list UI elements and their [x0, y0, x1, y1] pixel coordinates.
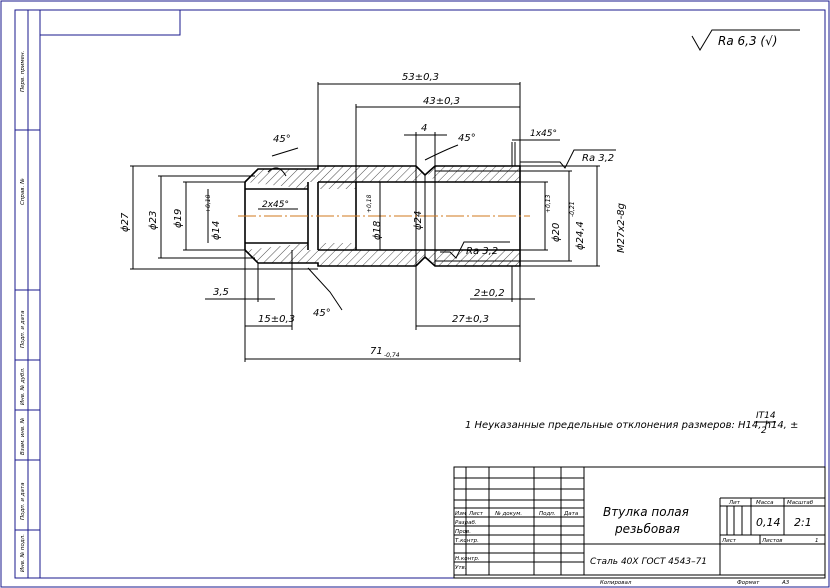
svg-text:M27x2-8g: M27x2-8g — [616, 203, 627, 253]
side-label-6: Инв. № подл. — [20, 534, 26, 572]
svg-text:4: 4 — [421, 123, 427, 134]
top-left-box — [39, 9, 181, 36]
svg-text:Подп.: Подп. — [539, 511, 556, 517]
part-section — [238, 165, 530, 267]
svg-text:1: 1 — [815, 538, 819, 544]
svg-text:2x45°: 2x45° — [262, 200, 289, 210]
svg-text:А3: А3 — [781, 580, 790, 586]
svg-text:Разраб.: Разраб. — [455, 520, 477, 526]
svg-text:27±0,3: 27±0,3 — [452, 314, 489, 325]
svg-text:45°: 45° — [273, 134, 291, 145]
svg-text:Утв.: Утв. — [455, 565, 467, 571]
svg-text:ϕ23: ϕ23 — [148, 211, 159, 230]
side-label-1: Справ. № — [20, 178, 26, 205]
svg-text:Листов: Листов — [761, 538, 783, 544]
svg-text:ϕ18: ϕ18 — [372, 221, 383, 240]
side-label-4: Взам. инв. № — [20, 417, 26, 455]
svg-text:IT14: IT14 — [756, 411, 776, 421]
dimensions: 53±0,3 43±0,3 4 45° 1x45° Ra 3,2 45° 2x4… — [120, 72, 627, 362]
svg-text:ϕ27: ϕ27 — [120, 212, 131, 232]
svg-text:45°: 45° — [458, 133, 476, 144]
part-name-2: резьбовая — [614, 522, 680, 536]
svg-text:Формат: Формат — [737, 580, 760, 586]
svg-text:+0,18: +0,18 — [205, 194, 212, 213]
side-label-0: Перв. примен. — [20, 50, 26, 92]
svg-text:2: 2 — [761, 426, 767, 436]
svg-text:45°: 45° — [313, 308, 331, 319]
svg-text:Т.контр.: Т.контр. — [455, 538, 479, 544]
svg-text:ϕ14: ϕ14 — [211, 221, 222, 240]
svg-text:-0,21: -0,21 — [569, 201, 576, 217]
svg-text:Масштаб: Масштаб — [787, 500, 814, 506]
svg-text:+0,18: +0,18 — [366, 194, 373, 213]
svg-text:Масса: Масса — [756, 500, 774, 506]
svg-text:№ докум.: № докум. — [494, 511, 522, 517]
side-label-3: Инв. № дубл. — [20, 367, 26, 405]
svg-text:+0,13: +0,13 — [545, 194, 552, 213]
svg-text:ϕ20: ϕ20 — [551, 223, 562, 242]
svg-text:1x45°: 1x45° — [530, 129, 557, 139]
part-name-1: Втулка полая — [603, 505, 689, 519]
svg-text:1 Неуказанные предельные откло: 1 Неуказанные предельные отклонения разм… — [465, 420, 798, 431]
svg-text:Лист: Лист — [721, 538, 737, 544]
title-block: Изм Лист № докум. Подп. Дата Разраб. Про… — [453, 466, 826, 586]
mass-value: 0,14 — [756, 516, 781, 529]
svg-text:Изм: Изм — [455, 511, 466, 517]
general-note: 1 Неуказанные предельные отклонения разм… — [465, 411, 798, 436]
svg-text:15±0,3: 15±0,3 — [258, 314, 295, 325]
svg-text:ϕ24: ϕ24 — [413, 211, 424, 230]
svg-text:3,5: 3,5 — [213, 287, 229, 298]
side-label-5: Подп. и дата — [20, 482, 26, 520]
svg-text:53±0,3: 53±0,3 — [402, 72, 439, 83]
svg-text:Дата: Дата — [563, 511, 579, 517]
svg-text:-0,74: -0,74 — [384, 352, 400, 359]
svg-text:ϕ24,4: ϕ24,4 — [575, 221, 586, 250]
svg-text:Лит: Лит — [728, 500, 741, 506]
svg-text:Ra 3,2: Ra 3,2 — [582, 153, 614, 164]
svg-text:43±0,3: 43±0,3 — [423, 96, 460, 107]
material: Сталь 40Х ГОСТ 4543–71 — [590, 557, 707, 567]
svg-text:2±0,2: 2±0,2 — [474, 288, 505, 299]
svg-text:71: 71 — [370, 346, 383, 357]
svg-text:Ra 3,2: Ra 3,2 — [466, 246, 498, 257]
svg-text:ϕ19: ϕ19 — [173, 209, 184, 228]
scale-value: 2:1 — [794, 516, 812, 529]
side-strip: Перв. примен. Справ. № Подп. и дата Инв.… — [14, 9, 41, 579]
general-roughness: Ra 6,3 (√) — [691, 29, 800, 51]
svg-text:Пров.: Пров. — [455, 529, 471, 535]
svg-text:Н.контр.: Н.контр. — [455, 556, 480, 562]
side-label-2: Подп. и дата — [20, 310, 26, 348]
svg-text:Копировал: Копировал — [600, 580, 632, 586]
svg-text:Ra 6,3 (√): Ra 6,3 (√) — [718, 34, 777, 48]
svg-text:Лист: Лист — [468, 511, 484, 517]
